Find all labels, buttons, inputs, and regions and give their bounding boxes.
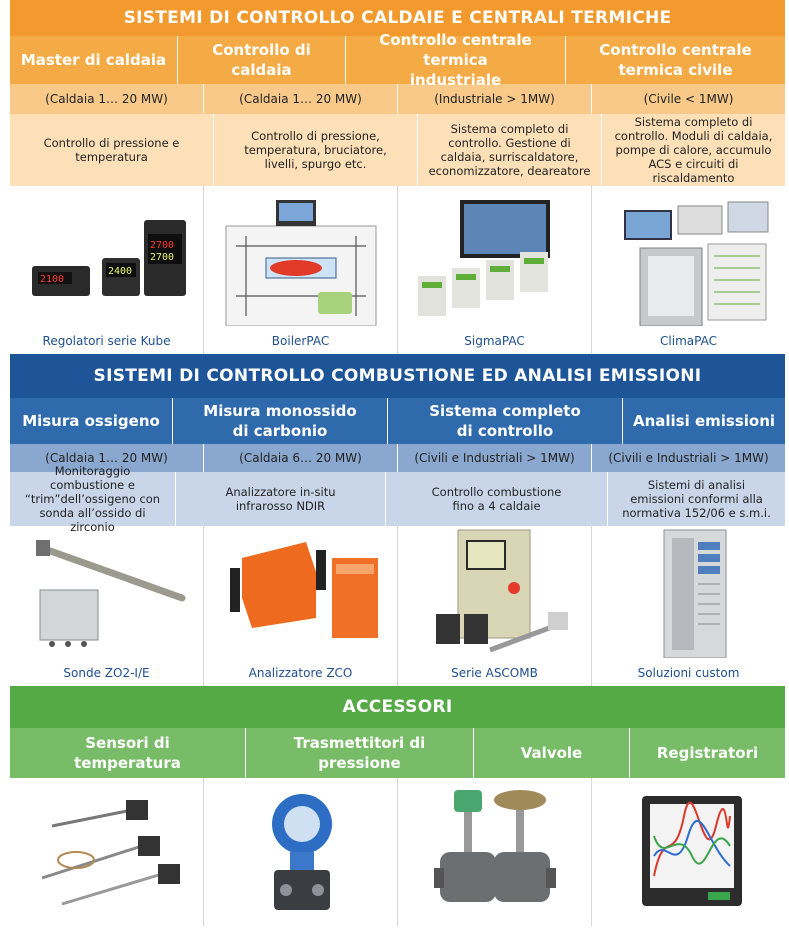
section-title-accessories: ACCESSORI bbox=[10, 686, 785, 728]
ascomb-image bbox=[435, 529, 568, 653]
section3-product-row bbox=[10, 778, 785, 926]
column-description: Sistema completo di controllo. Gestione … bbox=[418, 114, 602, 186]
section2-product-row: Sonde ZO2-I/E Analizzatore ZCO Serie ASC… bbox=[10, 526, 785, 686]
column-header: Sensori di temperatura bbox=[10, 728, 246, 778]
column-header: Sistema completo di controllo bbox=[388, 398, 623, 444]
boilerpac-diagram-image bbox=[225, 200, 376, 326]
column-description: Analizzatore in-situ infrarosso NDIR bbox=[176, 472, 386, 526]
product-caption: SigmaPAC bbox=[464, 334, 525, 348]
zco-analyzer-image bbox=[229, 542, 378, 638]
section2-range-row: (Caldaia 1… 20 MW) (Caldaia 6… 20 MW) (C… bbox=[10, 444, 785, 472]
column-description: Sistemi di analisi emissioni conformi al… bbox=[622, 478, 771, 520]
column-header: Controllo centrale termica industriale bbox=[346, 31, 566, 89]
power-range: (Civile < 1MW) bbox=[643, 92, 734, 106]
pressure-transmitter-image bbox=[271, 794, 332, 910]
section3-header-row: Sensori di temperatura Trasmettitori di … bbox=[10, 728, 785, 778]
section1-description-row: Controllo di pressione e temperatura Con… bbox=[10, 114, 785, 186]
accessory-recorders bbox=[592, 778, 785, 926]
valves-image bbox=[433, 790, 556, 902]
column-header: Controllo centrale termica civile bbox=[599, 41, 752, 79]
section1-header-row: Master di caldaia Controllo di caldaia C… bbox=[10, 31, 785, 89]
column-header: Registratori bbox=[656, 744, 759, 762]
product-sigmapac: SigmaPAC bbox=[398, 186, 592, 354]
section-title-boiler-control: SISTEMI DI CONTROLLO CALDAIE E CENTRALI … bbox=[10, 0, 785, 36]
product-caption: BoilerPAC bbox=[271, 334, 330, 348]
section2-header-row: Misura ossigeno Misura monossido di carb… bbox=[10, 398, 785, 444]
product-caption: Soluzioni custom bbox=[637, 666, 740, 680]
recorder-image bbox=[641, 796, 742, 906]
section1-range-row: (Caldaia 1… 20 MW) (Caldaia 1… 20 MW) (I… bbox=[10, 84, 785, 114]
accessory-pressure-transmitters bbox=[204, 778, 398, 926]
product-overview-sheet: SISTEMI DI CONTROLLO CALDAIE E CENTRALI … bbox=[10, 0, 785, 926]
svg-text:2100: 2100 bbox=[40, 274, 64, 285]
climapac-image bbox=[623, 201, 768, 326]
product-custom-solutions: Soluzioni custom bbox=[592, 526, 785, 686]
power-range: (Civili e Industriali > 1MW) bbox=[398, 444, 592, 472]
product-climapac: ClimaPAC bbox=[592, 186, 785, 354]
sigmapac-image bbox=[417, 200, 550, 316]
column-header: Valvole bbox=[474, 728, 630, 778]
column-header: Misura ossigeno bbox=[10, 398, 173, 444]
section-title-combustion-emissions: SISTEMI DI CONTROLLO COMBUSTIONE ED ANAL… bbox=[10, 354, 785, 398]
power-range: (Industriale > 1MW) bbox=[398, 84, 592, 114]
product-boilerpac: BoilerPAC bbox=[204, 186, 398, 354]
svg-text:2400: 2400 bbox=[108, 266, 132, 277]
column-header: Trasmettitori di pressione bbox=[246, 728, 474, 778]
zo2-probe-image bbox=[35, 540, 185, 647]
product-caption: Sonde ZO2-I/E bbox=[63, 666, 150, 680]
column-description: Controllo combustione fino a 4 caldaie bbox=[386, 472, 608, 526]
accessory-valves bbox=[398, 778, 592, 926]
column-header: Analisi emissioni bbox=[632, 412, 776, 430]
column-description: Controllo di pressione, temperatura, bru… bbox=[214, 114, 418, 186]
product-ascomb: Serie ASCOMB bbox=[398, 526, 592, 686]
column-description: Monitoraggio combustione e “trim”dell’os… bbox=[10, 464, 176, 534]
power-range: (Civili e Industriali > 1MW) bbox=[608, 451, 769, 465]
column-header: Master di caldaia bbox=[10, 36, 178, 84]
column-header: Controllo di caldaia bbox=[178, 36, 346, 84]
power-range: (Caldaia 6… 20 MW) bbox=[204, 444, 398, 472]
product-caption: Regolatori serie Kube bbox=[42, 334, 171, 348]
product-zco-analyzer: Analizzatore ZCO bbox=[204, 526, 398, 686]
product-zo2-probe: Sonde ZO2-I/E bbox=[10, 526, 204, 686]
temperature-sensors-image bbox=[41, 800, 180, 906]
section2-description-row: Monitoraggio combustione e “trim”dell’os… bbox=[10, 464, 785, 534]
product-caption: Analizzatore ZCO bbox=[248, 666, 353, 680]
power-range: (Caldaia 1… 20 MW) bbox=[10, 84, 204, 114]
svg-text:2700: 2700 bbox=[150, 240, 174, 251]
product-caption: ClimaPAC bbox=[660, 334, 717, 348]
column-description: Controllo di pressione e temperatura bbox=[10, 114, 214, 186]
column-header: Misura monossido di carbonio bbox=[173, 398, 388, 444]
emission-cabinet-image bbox=[663, 529, 726, 658]
accessory-temperature-sensors bbox=[10, 778, 204, 926]
power-range: (Caldaia 1… 20 MW) bbox=[10, 444, 204, 472]
power-range: (Caldaia 1… 20 MW) bbox=[204, 84, 398, 114]
column-description: Sistema completo di controllo. Moduli di… bbox=[614, 115, 773, 185]
svg-text:2700: 2700 bbox=[150, 252, 174, 263]
product-caption: Serie ASCOMB bbox=[451, 666, 538, 680]
